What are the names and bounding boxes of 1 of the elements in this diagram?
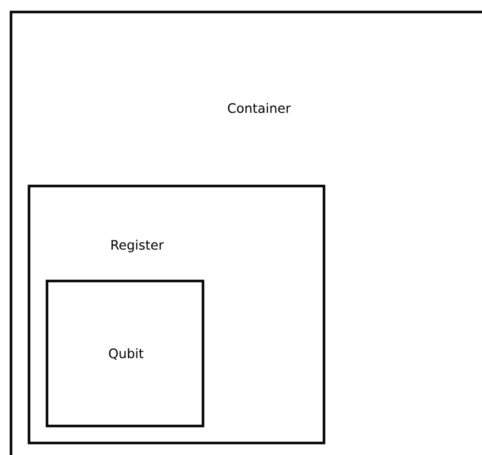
qubit-box: Qubit <box>46 280 204 428</box>
